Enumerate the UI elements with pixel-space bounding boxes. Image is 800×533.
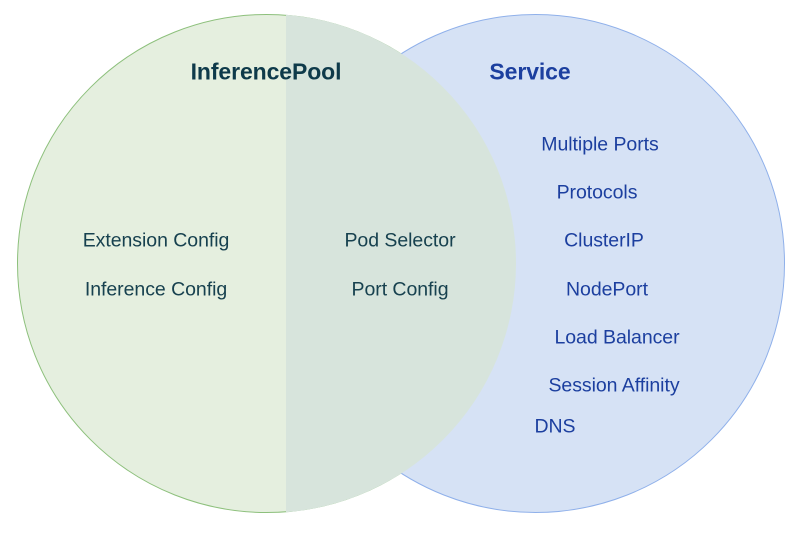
set-title-inferencepool: InferencePool: [190, 58, 342, 85]
venn-item-shared-0: Pod Selector: [344, 229, 456, 252]
venn-item-right-4: Load Balancer: [554, 326, 680, 349]
venn-item-right-5: Session Affinity: [548, 374, 680, 397]
venn-item-right-1: Protocols: [556, 181, 638, 204]
venn-item-right-3: NodePort: [566, 278, 648, 301]
venn-item-right-0: Multiple Ports: [541, 133, 659, 156]
set-title-service: Service: [489, 58, 571, 85]
venn-item-right-6: DNS: [534, 415, 576, 438]
venn-item-left-1: Inference Config: [84, 278, 228, 301]
venn-item-shared-1: Port Config: [351, 278, 449, 301]
venn-item-right-2: ClusterIP: [564, 229, 644, 252]
venn-item-left-0: Extension Config: [82, 229, 230, 252]
